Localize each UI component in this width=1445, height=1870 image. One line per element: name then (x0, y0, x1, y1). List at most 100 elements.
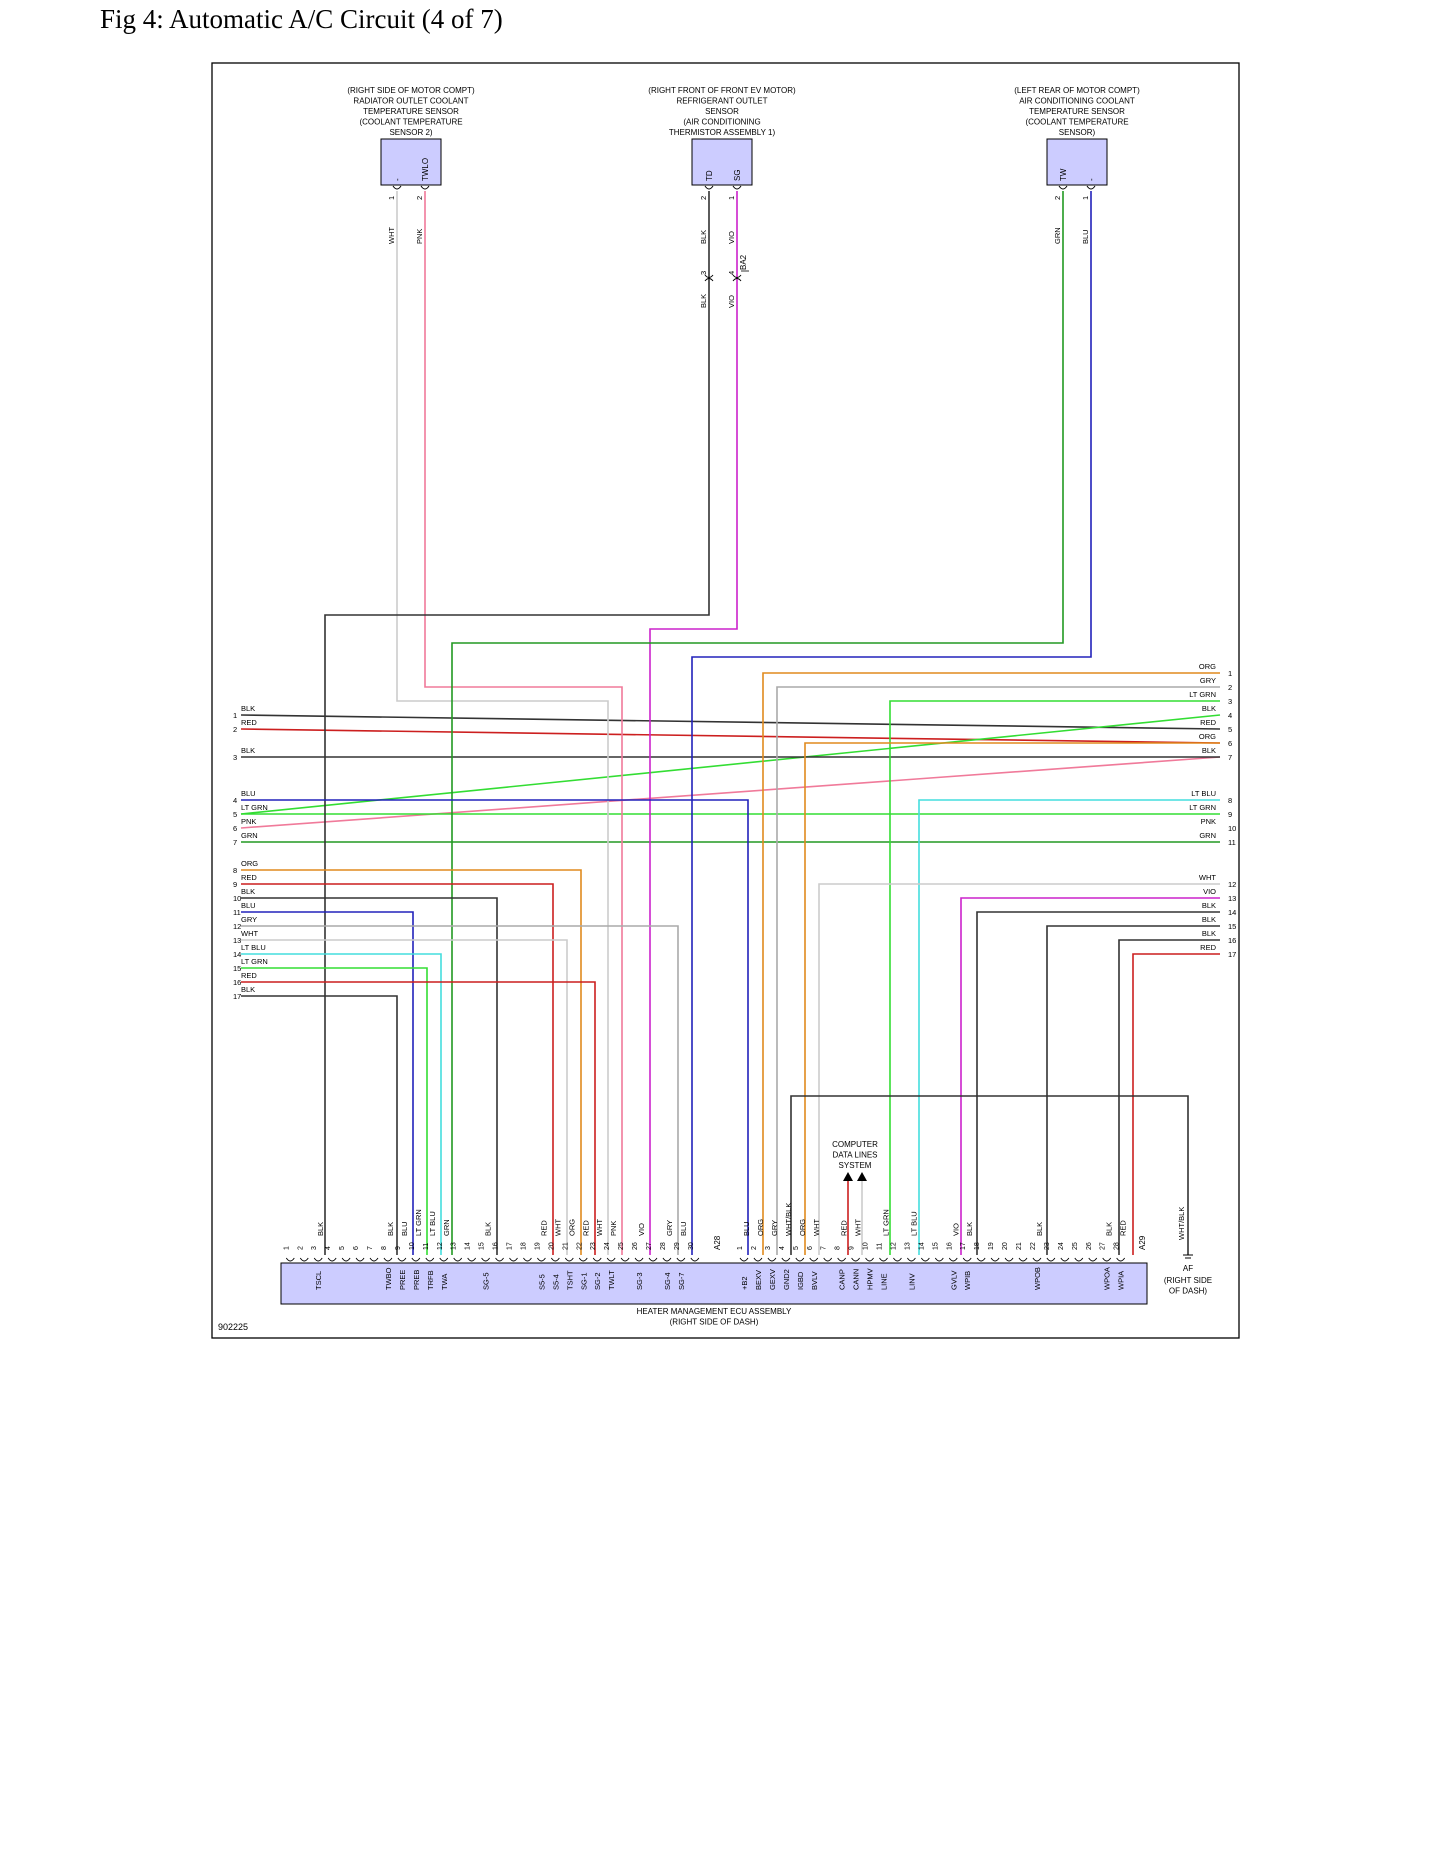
ecu-pin-num: 12 (437, 1242, 444, 1250)
ecu-pin-num: 2 (751, 1246, 758, 1250)
pin-terminal (753, 1257, 763, 1262)
right-bus-num: 7 (1228, 753, 1232, 762)
ecu-pin-num: 17 (960, 1242, 967, 1250)
right-bus-num: 13 (1228, 894, 1236, 903)
ecu-pin-num: 23 (1044, 1242, 1051, 1250)
connector-id: A28 (713, 1235, 722, 1250)
ecu-pin-name: SG-5 (482, 1272, 491, 1290)
right-bus-num: 16 (1228, 936, 1236, 945)
branch-wire (241, 967, 428, 1255)
ecu-pin-num: 13 (451, 1242, 458, 1250)
ecu-pin-num: 14 (465, 1242, 472, 1250)
right-bus-color: GRN (1199, 831, 1216, 840)
pin-terminal (809, 1257, 819, 1262)
ecu-pin-num: 22 (1030, 1242, 1037, 1250)
left-bus-color: BLK (241, 746, 255, 755)
pin-terminal (1088, 1257, 1098, 1262)
cds-label: COMPUTER (832, 1140, 878, 1149)
right-bus-color: LT GRN (1189, 690, 1216, 699)
left-bus-color: GRY (241, 915, 257, 924)
ecu-pin-num: 23 (590, 1242, 597, 1250)
ecu-pin-num: 4 (325, 1246, 332, 1250)
ecu-pin-num: 18 (974, 1242, 981, 1250)
pin-terminal (907, 1257, 916, 1262)
ecu-pin-num: 26 (1086, 1242, 1093, 1250)
ecu-pin-name: PREB (412, 1270, 421, 1290)
ecu-wire-color: RED (581, 1220, 590, 1236)
ecu-pin-num: 18 (520, 1242, 527, 1250)
ecu-pin-num: 5 (793, 1246, 800, 1250)
ecu-pin-num: 22 (576, 1242, 583, 1250)
pin-terminal (369, 1257, 379, 1262)
left-bus-color: LT BLU (241, 943, 266, 952)
right-bus-color: VIO (1203, 887, 1216, 896)
pin-num: 2 (415, 196, 424, 200)
branch-wire (1046, 925, 1220, 1255)
pin-terminal (1046, 1257, 1056, 1262)
right-bus-color: LT BLU (1191, 789, 1216, 798)
right-bus-num: 4 (1228, 711, 1232, 720)
component-label: (RIGHT FRONT OF FRONT EV MOTOR) (648, 86, 796, 95)
branch-wire (241, 799, 749, 1255)
branch-wire (776, 686, 1220, 1255)
ecu-pin-name: BVLV (810, 1271, 819, 1290)
pin-terminal (327, 1257, 337, 1262)
right-bus-color: PNK (1201, 817, 1216, 826)
sensor-wire (649, 191, 738, 1255)
left-bus-num: 1 (233, 711, 237, 720)
pin-terminal (732, 185, 742, 190)
pin-terminal (509, 1257, 518, 1262)
ecu-wire-color: BLK (1105, 1222, 1114, 1236)
pin-terminal (383, 1257, 393, 1262)
ecu-pin-name: SG-4 (663, 1272, 672, 1290)
right-bus-num: 15 (1228, 922, 1236, 931)
ecu-pin-num: 20 (548, 1242, 555, 1250)
pin-terminal (397, 1257, 407, 1262)
wire-color-label: BLK (699, 230, 708, 244)
pin-terminal (662, 1257, 672, 1262)
right-bus-num: 10 (1228, 824, 1236, 833)
page-title: Fig 4: Automatic A/C Circuit (4 of 7) (100, 4, 503, 34)
left-bus-color: RED (241, 971, 257, 980)
ecu-pin-num: 24 (1058, 1242, 1065, 1250)
pin-terminal (620, 1257, 630, 1262)
ecu-pin-name: GEXV (768, 1269, 777, 1290)
pin-name: TWLO (421, 158, 430, 181)
ecu-wire-color: BLU (679, 1221, 688, 1236)
ecu-pin-num: 11 (423, 1243, 430, 1250)
cds-arrow (857, 1172, 867, 1181)
branch-wire (241, 981, 596, 1255)
branch-wire (241, 911, 414, 1255)
ecu-pin-num: 20 (1002, 1242, 1009, 1250)
right-bus-color: BLK (1202, 929, 1216, 938)
ecu-wire-color: ORG (798, 1219, 807, 1236)
right-bus-num: 14 (1228, 908, 1236, 917)
wire-color-label: VIO (727, 295, 736, 308)
left-bus-color: LT GRN (241, 957, 268, 966)
ground-wire (790, 1095, 1189, 1255)
ecu-pin-name: LINV (907, 1273, 916, 1290)
ecu-pin-num: 1 (737, 1246, 744, 1250)
right-bus-color: RED (1200, 718, 1216, 727)
inline-terminal (704, 274, 714, 282)
ecu-pin-name: GVLV (949, 1271, 958, 1290)
branch-wire (918, 799, 1220, 1255)
ecu-pin-num: 6 (807, 1246, 814, 1250)
ecu-pin-name: PREE (398, 1270, 407, 1290)
ecu-pin-num: 25 (618, 1242, 625, 1250)
inline-pin-num: 4 (727, 271, 736, 275)
sensor-wire (451, 191, 1064, 1255)
ecu-pin-num: 7 (367, 1246, 374, 1250)
ecu-pin-num: 8 (835, 1246, 842, 1250)
pin-terminal (481, 1257, 490, 1262)
pin-terminal (1116, 1257, 1126, 1262)
inline-terminal (732, 274, 742, 282)
pin-terminal (893, 1257, 902, 1262)
left-bus-num: 11 (233, 908, 241, 917)
ecu-pin-num: 27 (646, 1242, 653, 1250)
pin-terminal (1086, 185, 1096, 190)
left-bus-color: BLU (241, 789, 256, 798)
ecu-pin-num: 8 (381, 1246, 388, 1250)
